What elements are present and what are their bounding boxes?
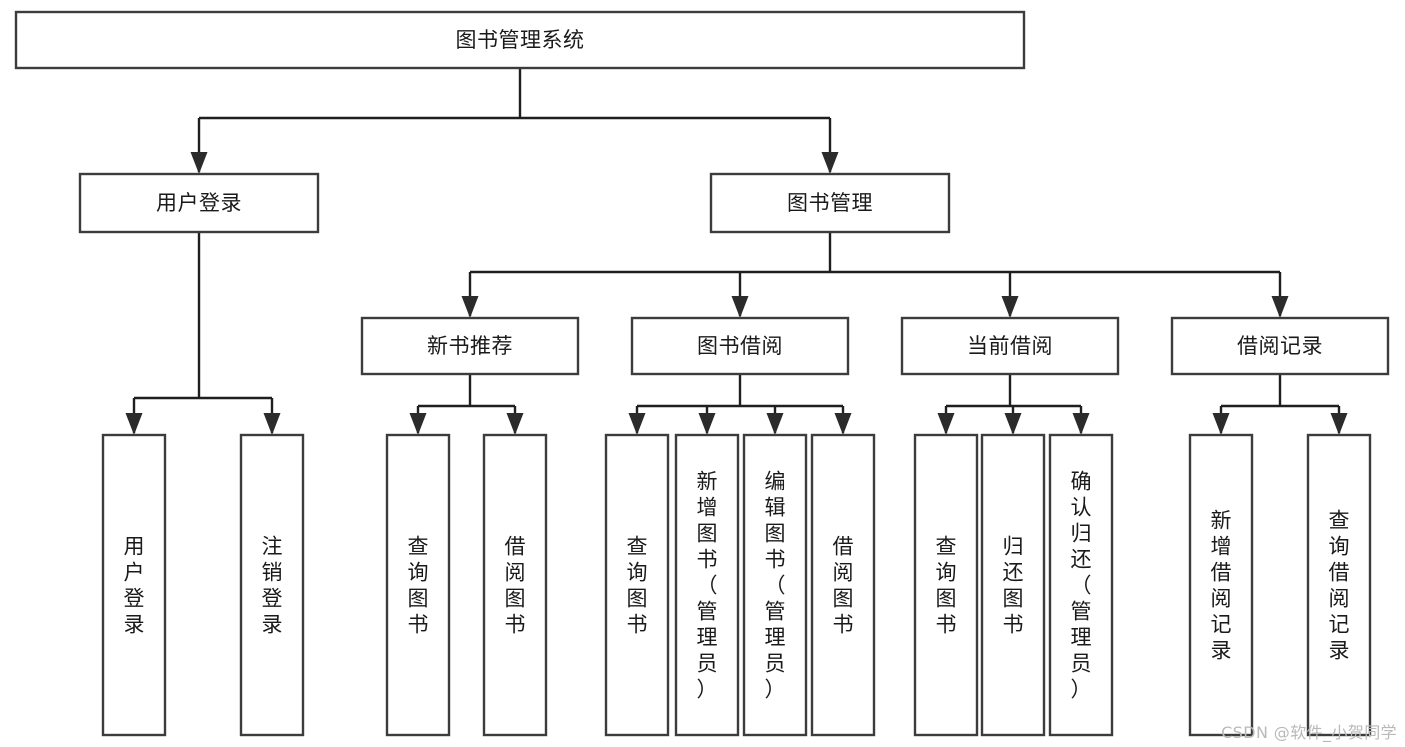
node-box[interactable] [385, 433, 451, 737]
node-box[interactable] [1306, 433, 1372, 737]
node-label: 确认归还（管理员） [1071, 469, 1092, 701]
node-label: 借阅记录 [1237, 334, 1323, 358]
connector-group-newbook-children [409, 374, 524, 435]
node-label: 新增图书（管理员） [697, 469, 718, 701]
arrow-head-icon [1330, 413, 1348, 435]
node-box[interactable] [810, 433, 876, 737]
arrow-head-icon [698, 413, 716, 435]
node-book-manage[interactable]: 图书管理 [709, 172, 951, 234]
node-leaf-borrow-book-2[interactable]: 借阅图书 [810, 433, 876, 737]
arrow-head-icon [125, 413, 143, 435]
node-label: 借阅图书 [833, 534, 854, 636]
arrow-head-icon [628, 413, 646, 435]
node-leaf-borrow-book-1[interactable]: 借阅图书 [482, 433, 548, 737]
node-box[interactable] [239, 433, 305, 737]
connector-group-userlogin-children [125, 232, 281, 435]
node-label: 新书推荐 [427, 334, 513, 358]
node-box[interactable] [360, 316, 580, 376]
node-label: 归还图书 [1003, 534, 1024, 636]
node-label: 注销登录 [262, 534, 283, 636]
arrow-head-icon [1004, 413, 1022, 435]
node-box[interactable] [630, 316, 850, 376]
node-box[interactable] [900, 316, 1120, 376]
arrow-head-icon [731, 296, 749, 318]
node-user-login[interactable]: 用户登录 [78, 172, 320, 234]
arrow-head-icon [506, 413, 524, 435]
connector-group-records-children [1212, 374, 1348, 435]
arrow-head-icon [263, 413, 281, 435]
connector-group-root-children [190, 68, 839, 174]
node-box[interactable] [604, 433, 670, 737]
node-box[interactable] [913, 433, 979, 737]
arrow-head-icon [834, 413, 852, 435]
node-box[interactable] [980, 433, 1046, 737]
node-label: 借阅图书 [505, 534, 526, 636]
node-label: 当前借阅 [967, 334, 1053, 358]
node-label: 新增借阅记录 [1211, 508, 1232, 662]
node-layer: 图书管理系统用户登录图书管理新书推荐图书借阅当前借阅借阅记录用户登录注销登录查询… [14, 10, 1390, 737]
node-leaf-return-book[interactable]: 归还图书 [980, 433, 1046, 737]
node-box[interactable] [482, 433, 548, 737]
node-label: 用户登录 [124, 534, 145, 636]
node-box[interactable] [78, 172, 320, 234]
node-leaf-add-book[interactable]: 新增图书（管理员） [674, 433, 740, 737]
connector-layer [125, 68, 1348, 435]
node-leaf-query-record[interactable]: 查询借阅记录 [1306, 433, 1372, 737]
node-label: 用户登录 [156, 191, 242, 215]
node-label: 查询图书 [627, 534, 648, 636]
arrow-head-icon [821, 152, 839, 174]
node-label: 图书借阅 [697, 334, 783, 358]
node-box[interactable] [14, 10, 1026, 70]
node-leaf-edit-book[interactable]: 编辑图书（管理员） [742, 433, 808, 737]
node-box[interactable] [709, 172, 951, 234]
node-leaf-query-book-3[interactable]: 查询图书 [913, 433, 979, 737]
node-leaf-confirm-return[interactable]: 确认归还（管理员） [1048, 433, 1114, 737]
node-book-borrow[interactable]: 图书借阅 [630, 316, 850, 376]
arrow-head-icon [766, 413, 784, 435]
node-label: 图书管理 [787, 191, 873, 215]
arrow-head-icon [461, 296, 479, 318]
node-new-book-rec[interactable]: 新书推荐 [360, 316, 580, 376]
node-box[interactable] [101, 433, 167, 737]
node-leaf-query-book-2[interactable]: 查询图书 [604, 433, 670, 737]
node-current-borrow[interactable]: 当前借阅 [900, 316, 1120, 376]
node-label: 查询借阅记录 [1329, 508, 1350, 662]
node-leaf-user-login[interactable]: 用户登录 [101, 433, 167, 737]
node-box[interactable] [1170, 316, 1390, 376]
node-borrow-records[interactable]: 借阅记录 [1170, 316, 1390, 376]
node-root[interactable]: 图书管理系统 [14, 10, 1026, 70]
arrow-head-icon [1072, 413, 1090, 435]
arrow-head-icon [1271, 296, 1289, 318]
node-box[interactable] [742, 433, 808, 737]
node-leaf-logout[interactable]: 注销登录 [239, 433, 305, 737]
node-box[interactable] [1188, 433, 1254, 737]
connector-group-currentborrow-children [937, 374, 1090, 435]
connector-group-bookmanage-children [461, 232, 1289, 318]
node-label: 查询图书 [408, 534, 429, 636]
connector-group-bookborrow-children [628, 374, 852, 435]
arrow-head-icon [1001, 296, 1019, 318]
node-box[interactable] [1048, 433, 1114, 737]
node-leaf-add-record[interactable]: 新增借阅记录 [1188, 433, 1254, 737]
node-leaf-query-book-1[interactable]: 查询图书 [385, 433, 451, 737]
arrow-head-icon [190, 152, 208, 174]
arrow-head-icon [937, 413, 955, 435]
arrow-head-icon [1212, 413, 1230, 435]
node-label: 图书管理系统 [456, 28, 585, 52]
node-box[interactable] [674, 433, 740, 737]
arrow-head-icon [409, 413, 427, 435]
node-label: 编辑图书（管理员） [765, 469, 786, 701]
node-label: 查询图书 [936, 534, 957, 636]
